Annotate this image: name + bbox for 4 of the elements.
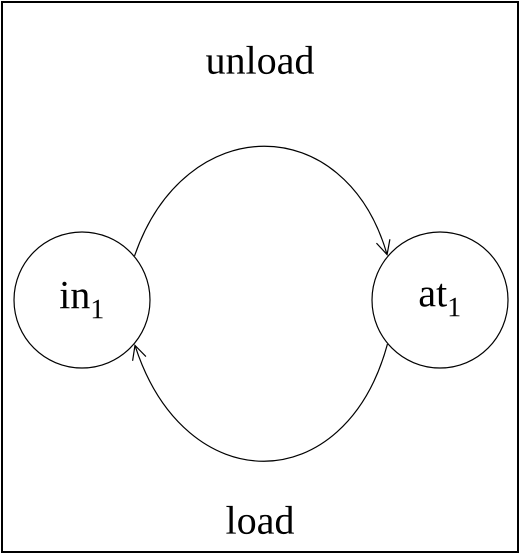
edge-label: unload: [206, 46, 314, 74]
arrow: [132, 344, 388, 462]
edge-label: load: [226, 506, 294, 534]
arrow: [134, 146, 390, 256]
